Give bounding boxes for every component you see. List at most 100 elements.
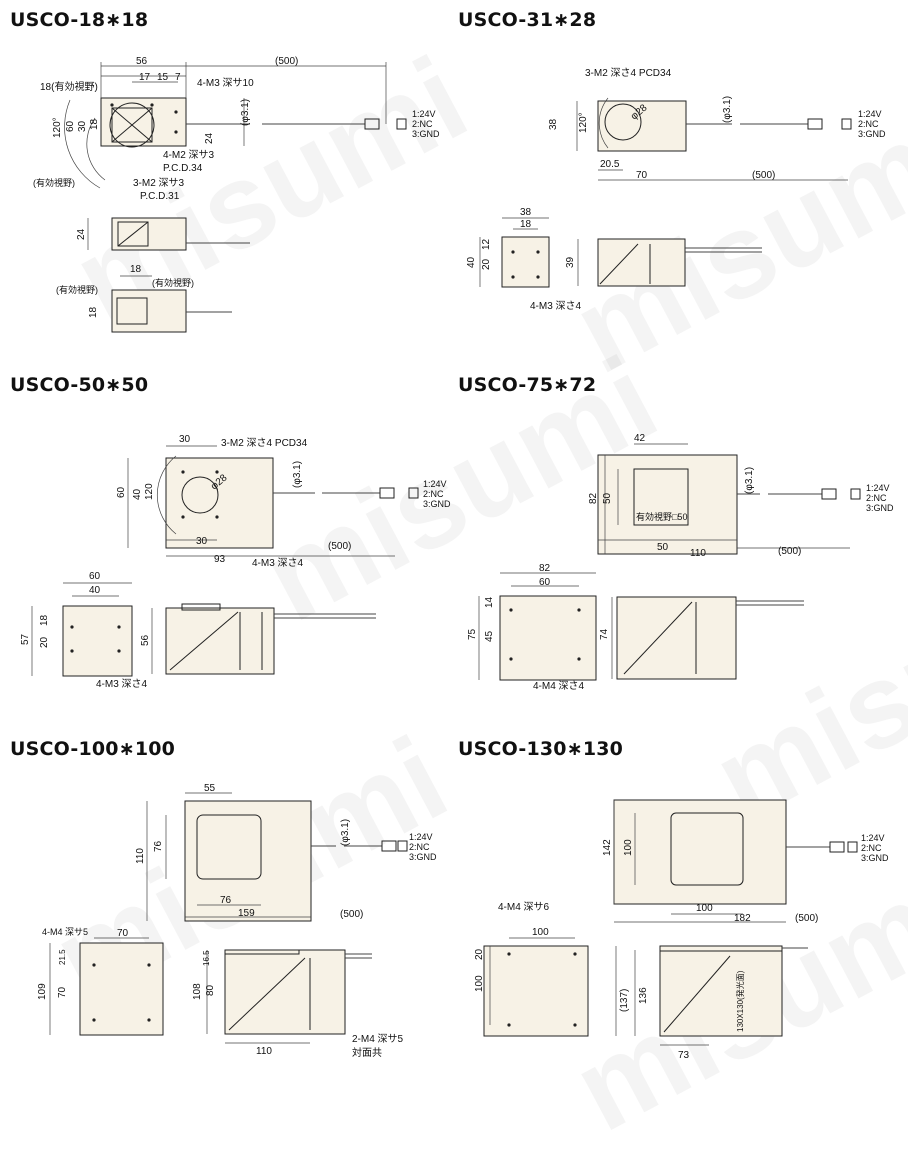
dim-16-5: 16.5 (202, 950, 211, 966)
side-view (111, 217, 187, 251)
dim-side-24: 24 (76, 228, 87, 240)
label-fov: 18(有効視野) (40, 80, 98, 93)
dim-100-bottom: 100 (532, 927, 549, 938)
dim-56: 56 (140, 634, 151, 646)
dim-73: 73 (678, 1050, 690, 1061)
label-m4-tap: 4-M4 深サ6 (498, 901, 550, 913)
dim-74: 74 (599, 628, 610, 640)
body-outline (100, 97, 187, 147)
pin-1-label: 1:24V (861, 833, 885, 843)
dim-cable-length: (500) (275, 56, 298, 67)
pin-3-label: 3:GND (866, 503, 894, 513)
dim-57: 57 (20, 633, 31, 645)
dim-82: 82 (588, 492, 599, 504)
dim-bottom-18: 18 (130, 264, 142, 275)
dim-42: 42 (634, 433, 646, 444)
label-fov: 有効視野□50 (636, 511, 687, 522)
dim-38-bottom: 38 (520, 207, 532, 218)
dim-7: 7 (175, 72, 181, 83)
dim-cable-length: (500) (795, 913, 818, 924)
label-m3-tap: 4-M3 深さ4 (252, 557, 304, 569)
dim-20: 20 (481, 258, 492, 270)
drawing-sheet: misumi misumi misumi misumi misumi misum… (10, 9, 908, 1157)
dim-cable-dia: (φ3.1) (744, 467, 755, 494)
dim-136: 136 (638, 987, 649, 1004)
dim-142: 142 (602, 839, 613, 856)
dim-50: 50 (602, 492, 613, 504)
window-outline (111, 107, 153, 143)
pin-2-label: 2:NC (866, 493, 887, 503)
pin-1-label: 1:24V (423, 479, 447, 489)
pin-1-label: 1:24V (858, 109, 882, 119)
dim-110: 110 (690, 548, 706, 559)
dim-30-b: 30 (196, 536, 208, 547)
dim-40-bottom: 40 (89, 585, 101, 596)
title-usco-31: USCO-31∗28 (458, 9, 597, 31)
title-usco-100: USCO-100∗100 (10, 738, 176, 760)
dim-39: 39 (565, 256, 576, 268)
pin-2-label: 2:NC (409, 842, 430, 852)
lens-circle (181, 476, 219, 514)
title-usco-18: USCO-18∗18 (10, 9, 149, 31)
dim-70: 70 (636, 170, 648, 181)
dim-109: 109 (37, 983, 48, 1000)
dim-cable-length: (500) (778, 546, 801, 557)
dim-56: 56 (136, 56, 148, 67)
fov-window (196, 814, 262, 880)
title-usco-130: USCO-130∗130 (458, 738, 624, 760)
dim-60-bottom: 60 (539, 577, 551, 588)
dim-cable-dia: (φ3.1) (240, 99, 251, 126)
label-fov-r: (有効視野) (152, 277, 194, 288)
dim-cable-length: (500) (340, 909, 363, 920)
label-m2-tap: 4-M2 深サ3 (163, 149, 215, 161)
dim-60: 60 (116, 486, 127, 498)
label-opposite: 対面共 (352, 1046, 382, 1059)
dim-108: 108 (192, 983, 203, 1000)
side-view (165, 607, 275, 675)
label-m2-tap-b: 3-M2 深サ3 (133, 177, 185, 189)
label-m3-tap: 4-M3 深サ10 (197, 77, 254, 89)
fov-window (633, 468, 689, 526)
dim-cable-length: (500) (752, 170, 775, 181)
side-view (616, 596, 737, 680)
dim-182: 182 (734, 913, 751, 924)
dim-100: 100 (623, 839, 634, 856)
dim-40: 40 (132, 488, 143, 500)
body-outline (184, 800, 312, 922)
dim-17: 17 (139, 72, 151, 83)
dim-30: 30 (179, 434, 191, 445)
pin-3-label: 3:GND (412, 129, 440, 139)
label-m3-tap-b: 4-M3 深さ4 (96, 678, 148, 690)
dim-30: 30 (77, 120, 88, 132)
title-usco-75: USCO-75∗72 (458, 374, 597, 396)
drawing-usco-31: 3-M2 深さ4 PCD34 (φ3.1) φ28 120° 38 20.5 7… (466, 67, 886, 312)
pin-3-label: 3:GND (861, 853, 889, 863)
drawing-usco-75: 42 (φ3.1) 82 50 有効視野□50 50 110 (500) 1:2… (467, 433, 894, 692)
body-outline (597, 454, 738, 555)
dim-93: 93 (214, 554, 226, 565)
dim-40: 40 (466, 256, 477, 268)
pin-1-label: 1:24V (412, 109, 436, 119)
dim-100-h: 100 (474, 975, 485, 992)
dim-cable-dia: (φ3.1) (292, 461, 303, 488)
label-pcd31: P.C.D.31 (140, 191, 180, 202)
side-view (224, 949, 346, 1035)
label-emission: 130X130(発光面) (735, 970, 745, 1032)
dim-18-bottom: 18 (520, 219, 532, 230)
dim-82-bottom: 82 (539, 563, 551, 574)
dim-45: 45 (484, 630, 495, 642)
dim-159: 159 (238, 908, 255, 919)
dim-18: 18 (39, 614, 50, 626)
dim-110: 110 (135, 848, 146, 864)
bottom-view (111, 289, 187, 333)
dim-cable-dia: (φ3.1) (340, 819, 351, 846)
bottom-view (501, 236, 550, 288)
dim-20: 20 (39, 636, 50, 648)
dim-50-b: 50 (657, 542, 669, 553)
drawing-usco-50: 30 3-M2 深さ4 PCD34 (φ3.1) φ28 60 40 120 3… (20, 434, 451, 690)
dim-120: 120 (144, 483, 155, 500)
label-m4-side: 2-M4 深サ5 (352, 1033, 404, 1045)
dim-60: 60 (65, 120, 76, 132)
dim-110-w: 110 (256, 1046, 272, 1057)
side-view (659, 945, 783, 1037)
